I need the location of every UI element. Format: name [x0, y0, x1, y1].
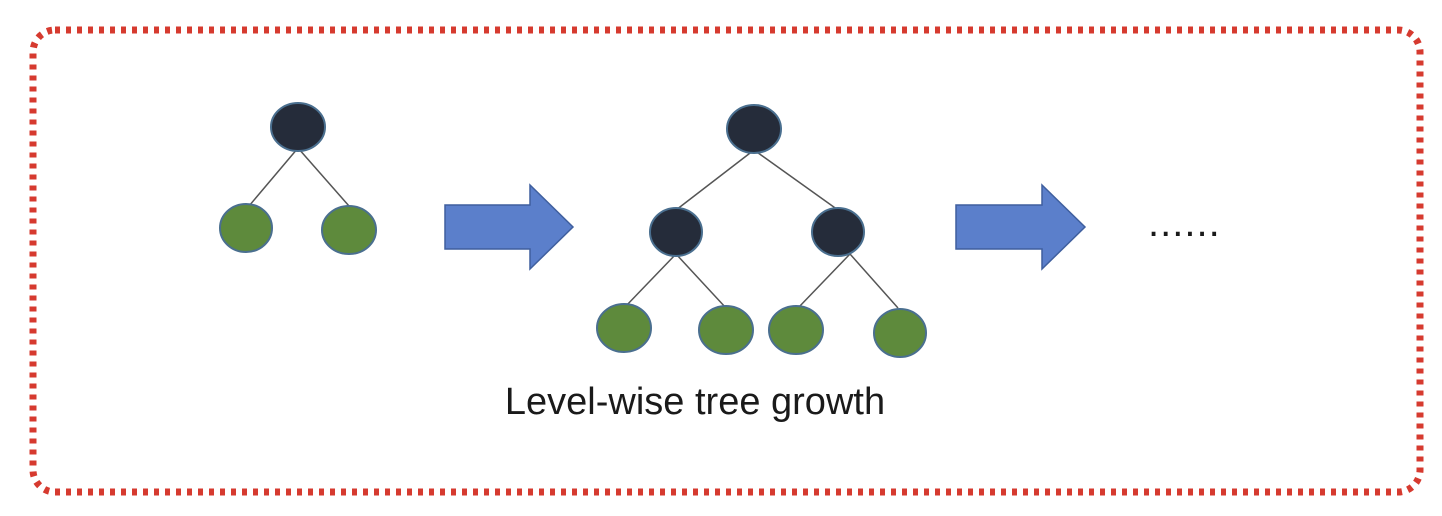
edge	[675, 253, 727, 309]
edge	[753, 149, 839, 211]
edge	[297, 147, 350, 207]
root-node	[726, 104, 782, 154]
leaf-node	[321, 205, 377, 255]
dotted-border	[29, 26, 1424, 496]
edge	[675, 149, 755, 211]
root-node	[270, 102, 326, 152]
right-arrow-icon	[955, 183, 1087, 271]
edge	[797, 253, 851, 309]
leaf-node	[768, 305, 824, 355]
edge	[623, 253, 677, 309]
tree-stage-2	[596, 104, 927, 358]
leaf-node	[219, 203, 273, 253]
diagram-caption: Level-wise tree growth	[505, 381, 885, 423]
leaf-node	[596, 303, 652, 353]
tree-stage-1	[219, 102, 377, 255]
edge	[248, 147, 299, 207]
leaf-node	[698, 305, 754, 355]
leaf-node	[873, 308, 927, 358]
edge	[849, 253, 899, 309]
internal-node	[649, 207, 703, 257]
right-arrow-icon	[444, 183, 575, 271]
continuation-ellipsis: ......	[1148, 201, 1221, 245]
internal-node	[811, 207, 865, 257]
